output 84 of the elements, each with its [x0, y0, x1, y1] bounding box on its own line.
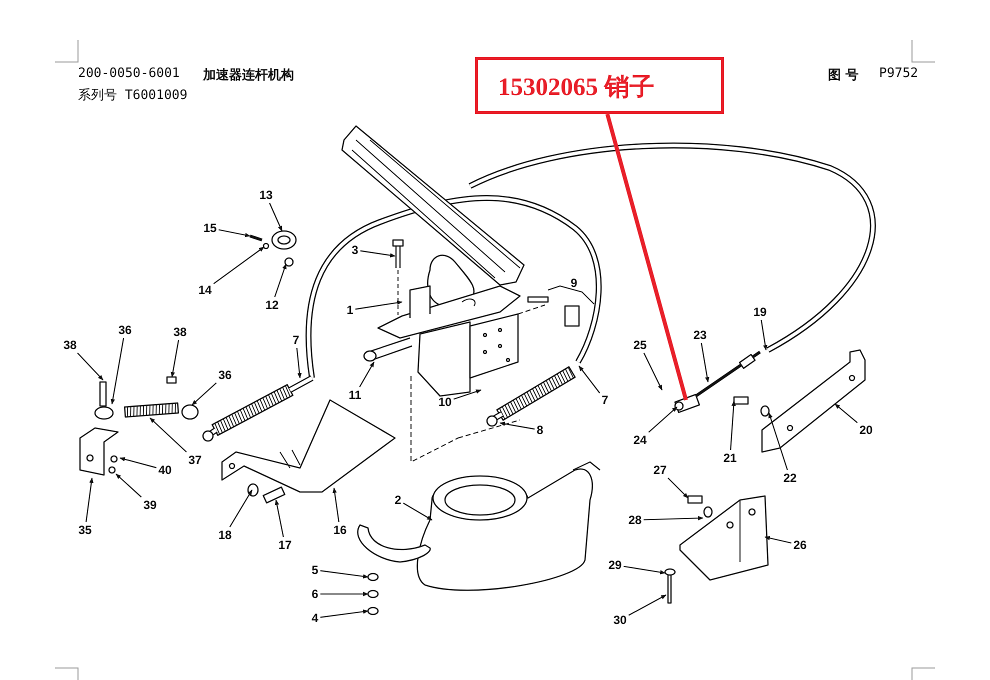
leader-line	[192, 382, 217, 406]
callout-number: 8	[534, 422, 546, 438]
callout-number: 17	[276, 537, 294, 553]
callout-number: 13	[257, 187, 275, 203]
leader-line	[274, 263, 287, 298]
callout-number: 30	[611, 612, 629, 628]
leader-line	[403, 502, 432, 520]
leader-line	[764, 536, 792, 544]
callout-number: 9	[568, 275, 580, 291]
leader-line	[499, 422, 535, 430]
leader-line	[110, 338, 124, 405]
callout-number: 18	[216, 527, 234, 543]
part-number-text: 15302065 销子	[498, 73, 654, 103]
callout-number: 12	[263, 297, 281, 313]
callout-number: 29	[606, 557, 624, 573]
leader-line	[296, 348, 302, 379]
callout-number: 38	[171, 324, 189, 340]
leader-line	[454, 389, 482, 400]
leader-line	[170, 340, 180, 378]
leader-line	[320, 570, 369, 579]
leader-line	[700, 342, 710, 383]
callout-number: 3	[350, 242, 360, 258]
leader-line	[86, 477, 94, 522]
callout-number: 37	[186, 452, 204, 468]
leader-line	[229, 490, 252, 528]
callout-number: 4	[310, 610, 320, 626]
callout-number: 2	[392, 492, 404, 508]
leader-line	[274, 499, 284, 538]
callout-number: 23	[691, 327, 709, 343]
callout-number: 21	[721, 450, 739, 466]
callout-number: 20	[857, 422, 875, 438]
header-text: 200-0050-6001	[78, 66, 180, 81]
callout-number: 10	[436, 394, 454, 410]
leader-line	[834, 404, 858, 424]
callout-number: 11	[346, 387, 364, 403]
callout-number: 25	[631, 337, 649, 353]
leader-line	[668, 478, 688, 498]
leader-line	[213, 246, 264, 284]
callout-number: 19	[751, 304, 769, 320]
callout-number: 6	[310, 586, 320, 602]
callout-number: 5	[310, 562, 320, 578]
callout-number: 16	[331, 522, 349, 538]
leader-line	[360, 250, 396, 258]
leader-line	[116, 474, 142, 498]
leader-line	[644, 516, 704, 520]
leader-line	[730, 400, 736, 450]
callout-number: 15	[201, 220, 219, 236]
leader-line	[648, 406, 678, 433]
leader-line	[624, 566, 666, 574]
callout-number: 7	[600, 392, 610, 408]
callout-number: 38	[61, 337, 79, 353]
leader-line	[218, 229, 251, 238]
callout-number: 24	[631, 432, 649, 448]
leader-line	[119, 457, 156, 468]
callout-number: 1	[344, 302, 356, 318]
header-text: 系列号 T6001009	[78, 87, 188, 104]
leader-line	[77, 352, 104, 380]
callout-number: 36	[116, 322, 134, 338]
header-text: 图 号	[828, 67, 859, 84]
callout-number: 39	[141, 497, 159, 513]
callout-box	[475, 57, 724, 114]
callout-number: 7	[290, 332, 302, 348]
header-text: 加速器连杆机构	[203, 67, 294, 84]
callout-number: 28	[626, 512, 644, 528]
leader-line	[332, 487, 340, 522]
callout-number: 35	[76, 522, 94, 538]
header-text: P9752	[879, 66, 918, 81]
leader-line	[355, 300, 403, 310]
leader-line	[760, 320, 768, 351]
callout-number: 40	[156, 462, 174, 478]
leader-line	[643, 352, 662, 390]
leader-line	[768, 412, 788, 470]
leader-line	[578, 366, 600, 394]
leader-line	[150, 418, 187, 452]
leader-line	[359, 362, 374, 388]
callout-number: 22	[781, 470, 799, 486]
leader-line	[269, 202, 282, 232]
callout-number: 27	[651, 462, 669, 478]
callout-number: 14	[196, 282, 214, 298]
callout-number: 26	[791, 537, 809, 553]
leader-line	[320, 592, 369, 596]
leader-line	[320, 609, 369, 618]
leader-line	[628, 594, 666, 616]
callout-number: 36	[216, 367, 234, 383]
